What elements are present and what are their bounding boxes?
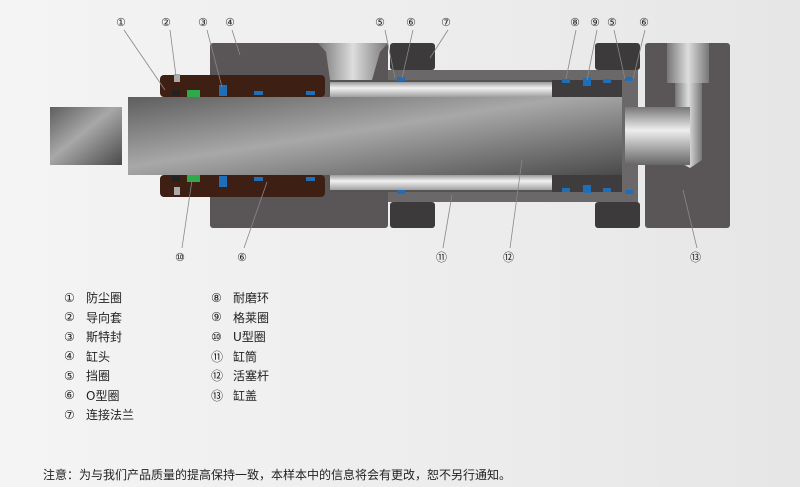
callout-6: ⑥ [406,16,416,29]
connecting-flange-left [390,202,435,228]
seals [172,74,633,195]
callout-5b: ⑤ [607,16,617,29]
callout-4: ④ [225,16,235,29]
spacer-sleeve [330,175,552,190]
connecting-flange-right [595,202,640,228]
callouts-top: ① ② ③ ④ ⑤ ⑥ ⑦ ⑧ ⑨ ⑤ ⑥ [116,16,649,29]
callout-5: ⑤ [375,16,385,29]
callout-11: ⑪ [436,251,447,264]
piston-rod-thread [50,107,122,165]
callout-8: ⑧ [570,16,580,29]
guide-sleeve [160,75,325,97]
callout-10: ⑩ [175,251,185,264]
callout-12: ⑫ [503,251,514,264]
cap-bore [625,107,690,165]
callout-9: ⑨ [590,16,600,29]
leader-lines [123,29,698,249]
callout-6c: ⑥ [237,251,247,264]
piston-rod [128,97,622,175]
callout-3: ③ [198,16,208,29]
callouts-bottom: ⑩ ⑥ ⑪ ⑫ ⑬ [175,251,701,264]
connecting-flange-left [390,43,435,70]
callout-6b: ⑥ [639,16,649,29]
disclaimer-note: 注意：为与我们产品质量的提高保持一致，本样本中的信息将会有更改，恕不另行通知。 [43,468,512,482]
hydraulic-cylinder-diagram: ① ② ③ ④ ⑤ ⑥ ⑦ ⑧ ⑨ ⑤ ⑥ ⑩ ⑥ ⑪ ⑫ ⑬ [50,16,730,264]
cap-port [667,43,709,83]
connecting-flange-right [595,43,640,70]
callout-13: ⑬ [690,251,701,264]
callout-7: ⑦ [441,16,451,29]
spacer-sleeve [330,82,552,97]
head-port [318,43,388,80]
guide-sleeve [160,175,325,197]
callout-2: ② [161,16,171,29]
callout-1: ① [116,16,126,29]
